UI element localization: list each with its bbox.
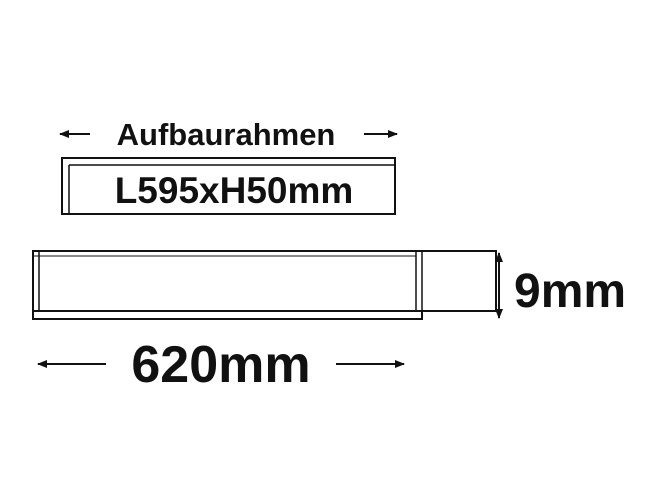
frame-label: Aufbaurahmen (117, 117, 336, 152)
length-dimension: 620mm (37, 336, 405, 394)
frame-size-outer (61, 157, 396, 215)
panel-profile (32, 250, 497, 320)
height-label: 9mm (514, 265, 626, 318)
panel-base-strip (32, 310, 423, 320)
frame-label-group: Aufbaurahmen (59, 117, 398, 152)
length-label: 620mm (131, 336, 310, 394)
frame-size-box: L595xH50mm (61, 157, 396, 215)
frame-size-text: L595xH50mm (115, 170, 354, 211)
panel-body (32, 250, 497, 312)
height-dimension: 9mm (495, 252, 626, 319)
